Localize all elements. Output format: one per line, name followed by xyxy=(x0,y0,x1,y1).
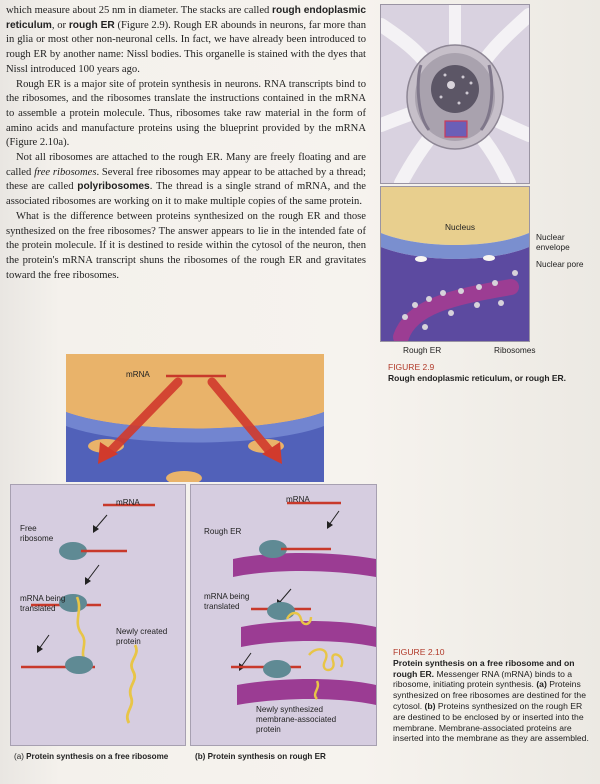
paragraph-3: Not all ribosomes are attached to the ro… xyxy=(6,152,366,208)
nucleus-export-illustration xyxy=(66,354,324,482)
panel-b-label-newly-synthesized: Newly synthesized membrane-associated pr… xyxy=(256,705,337,734)
figure-2-9-caption: FIGURE 2.9 Rough endoplasmic reticulum, … xyxy=(388,362,593,384)
panel-b-label-mrna: mRNA xyxy=(286,495,310,504)
panel-a-label-free-ribosome: Free ribosome xyxy=(20,524,54,543)
label-ribosomes: Ribosomes xyxy=(494,345,536,355)
neuron-drawing xyxy=(381,5,529,183)
figure-2-10-label: FIGURE 2.10 xyxy=(393,647,445,657)
panel-b-sublabel: (b) Protein synthesis on rough ER xyxy=(195,752,326,761)
panel-a-label-mrna-translated: mRNA being translated xyxy=(20,594,66,613)
panel-a-sublabel: (a) Protein synthesis on a free ribosome xyxy=(14,752,169,761)
rough-er-detail-illustration xyxy=(380,186,530,342)
paragraph-4: What is the difference between proteins … xyxy=(6,210,366,281)
paragraph-1: which measure about 25 nm in diameter. T… xyxy=(6,5,367,75)
paragraph-2: Rough ER is a major site of protein synt… xyxy=(6,78,366,149)
label-nuclear-envelope: Nuclear envelope xyxy=(536,232,570,252)
term-polyribosomes: polyribosomes xyxy=(77,181,150,193)
term-rough-endoplasmic-reticulum: rough endoplasmic reticulum xyxy=(6,5,367,31)
nucleus-export-drawing xyxy=(66,354,324,482)
figure-2-10-caption: FIGURE 2.10 Protein synthesis on a free … xyxy=(393,647,595,744)
label-rough-er: Rough ER xyxy=(403,345,442,355)
panel-b-rough-er xyxy=(190,484,377,746)
figure-2-9-label: FIGURE 2.9 xyxy=(388,362,435,372)
label-nuclear-pore: Nuclear pore xyxy=(536,259,584,269)
body-text: which measure about 25 nm in diameter. T… xyxy=(6,4,366,283)
panel-b-label-rough-er: Rough ER xyxy=(204,527,242,536)
panel-a-drawing xyxy=(21,503,155,724)
label-top-mrna: mRNA xyxy=(126,370,150,379)
panel-b-drawing xyxy=(231,501,376,705)
figure-2-10-title: Protein synthesis on a free ribosome and… xyxy=(393,657,575,679)
figure-2-9-title: Rough endoplasmic reticulum, or rough ER… xyxy=(388,373,567,383)
term-free-ribosomes: free ribosomes xyxy=(34,166,97,178)
panel-a-free-ribosome xyxy=(10,484,186,746)
neuron-illustration xyxy=(380,4,530,184)
panel-a-label-newly-created-protein: Newly created protein xyxy=(116,627,168,646)
term-rough-er: rough ER xyxy=(68,19,115,31)
panel-b-label-mrna-translated: mRNA being translated xyxy=(204,592,250,611)
panel-a-label-mrna: mRNA xyxy=(116,498,140,507)
label-nucleus: Nucleus xyxy=(445,222,475,232)
rough-er-detail-drawing xyxy=(381,187,529,341)
